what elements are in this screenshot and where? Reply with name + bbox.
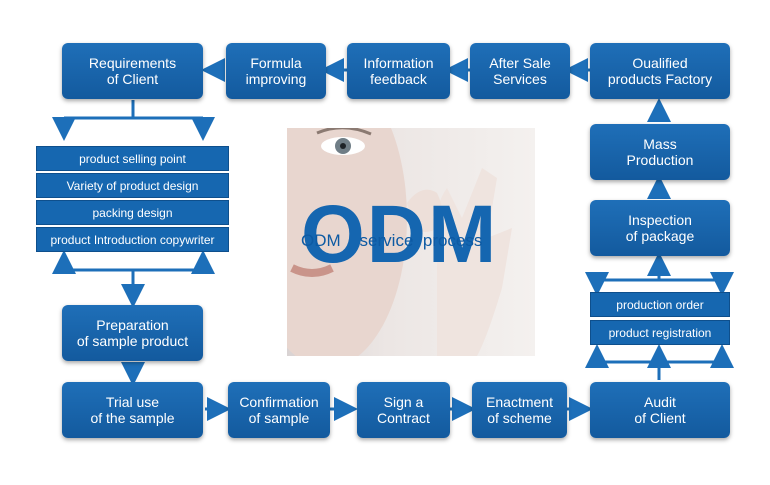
information-feedback-box: Information feedback [347, 43, 450, 99]
audit-of-client-box: Audit of Client [590, 382, 730, 438]
sign-contract-box: Sign a Contract [357, 382, 450, 438]
right-list-item: product registration [590, 320, 730, 345]
left-list-item: Variety of product design [36, 173, 229, 198]
formula-improving-box: Formula improving [226, 43, 326, 99]
confirmation-of-sample-box: Confirmation of sample [228, 382, 330, 438]
left-list-item: packing design [36, 200, 229, 225]
mass-production-box: Mass Production [590, 124, 730, 180]
after-sale-services-box: After Sale Services [470, 43, 570, 99]
odm-title: ODM [301, 189, 499, 280]
odm-caption: ODM service process [301, 231, 483, 250]
trial-use-box: Trial use of the sample [62, 382, 203, 438]
face-photo: ODM ODM service process [287, 128, 535, 356]
left-list-item: product Introduction copywriter [36, 227, 229, 252]
preparation-of-sample-box: Preparation of sample product [62, 305, 203, 361]
left-list-item: product selling point [36, 146, 229, 171]
qualified-products-factory-box: Oualified products Factory [590, 43, 730, 99]
right-list-item: production order [590, 292, 730, 317]
requirements-of-client-box: Requirements of Client [62, 43, 203, 99]
inspection-of-package-box: Inspection of package [590, 200, 730, 256]
enactment-of-scheme-box: Enactment of scheme [472, 382, 567, 438]
face-illustration [287, 128, 512, 356]
